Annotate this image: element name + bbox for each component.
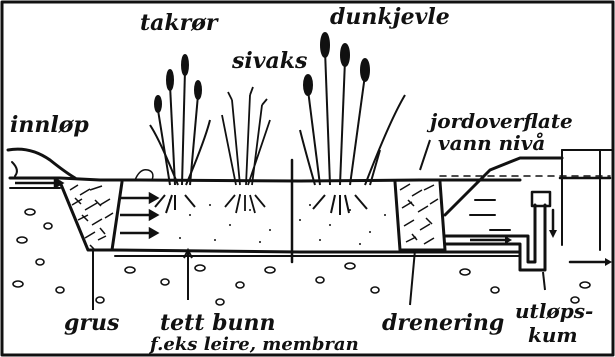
outlet-pipe (445, 192, 612, 270)
dunkjevle-plants (300, 33, 405, 215)
label-vann-niva: vann nivå (438, 131, 545, 155)
drainage-gravel-trench (395, 182, 445, 250)
sivaks-plants (222, 87, 270, 213)
label-takror: takrør (140, 10, 219, 36)
takror-plants (150, 55, 210, 213)
label-tett-bunn: tett bunn (160, 310, 276, 336)
label-sivaks: sivaks (231, 48, 307, 74)
small-plant (135, 170, 153, 180)
label-dunkjevle: dunkjevle (330, 4, 450, 30)
label-pointers (93, 140, 545, 310)
label-grus: grus (64, 310, 119, 336)
inlet-mound (8, 149, 75, 178)
label-utlopskum-2: kum (528, 323, 578, 347)
label-innlop: innløp (10, 112, 89, 138)
bed-sand (169, 194, 386, 245)
inlet-gravel-trench (60, 182, 122, 250)
sealed-bottom-liner (112, 250, 520, 256)
label-utlopskum-1: utløps- (515, 299, 593, 323)
label-drenering: drenering (382, 310, 504, 336)
label-tett-bunn-sub: f.eks leire, membran (148, 334, 359, 355)
label-jordoverflate: jordoverflate (426, 109, 573, 133)
